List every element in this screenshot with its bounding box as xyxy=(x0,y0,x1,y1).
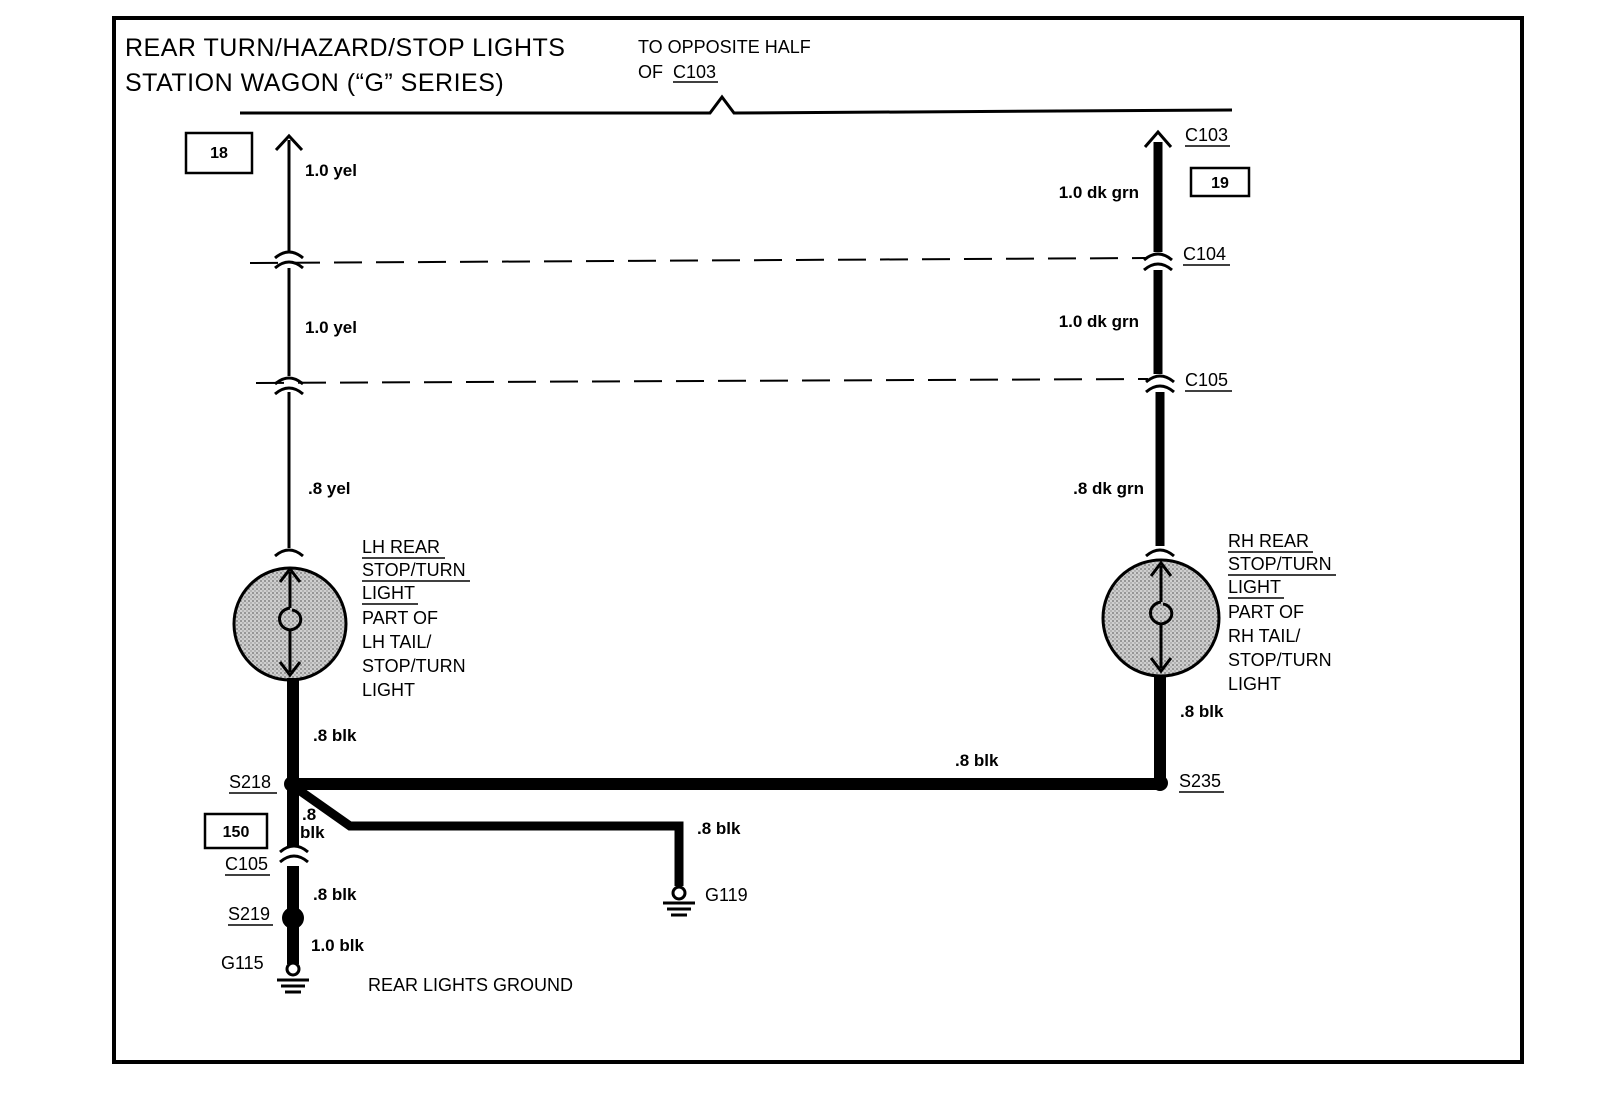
c104-harness-dashed-line xyxy=(249,257,1149,264)
rh-light-desc-line1: PART OF xyxy=(1228,602,1304,622)
rh-light-name-line3: LIGHT xyxy=(1228,577,1281,597)
rh-dark-green-circuit xyxy=(1143,129,1175,558)
rh-rear-stop-turn-light xyxy=(1101,558,1221,678)
rear-lights-ground-label: REAR LIGHTS GROUND xyxy=(368,975,573,995)
lh-light-name-line2: STOP/TURN xyxy=(362,560,466,580)
ground-g119-symbol xyxy=(663,885,695,917)
ground-g115-label: G115 xyxy=(221,953,264,973)
diagram-frame xyxy=(112,16,1524,1064)
reference-box-18-label: 18 xyxy=(210,145,228,162)
wire-label-s218-s235: .8 blk xyxy=(955,751,999,770)
diagram-title-line2: STATION WAGON (“G” SERIES) xyxy=(125,69,504,97)
wire-label-right-top: 1.0 dk grn xyxy=(1059,183,1139,202)
connector-c104-label: C104 xyxy=(1183,244,1226,264)
opposite-half-note: TO OPPOSITE HALF xyxy=(638,37,811,57)
wire-label-right-mid: 1.0 dk grn xyxy=(1059,312,1139,331)
lh-light-desc-line1: PART OF xyxy=(362,608,438,628)
lh-light-label-group: LH REAR STOP/TURN LIGHT PART OF LH TAIL/… xyxy=(362,537,470,700)
splice-s235-dot xyxy=(1152,775,1168,791)
connector-c104-left xyxy=(274,250,304,270)
connector-c103-bracket xyxy=(240,94,1233,115)
opposite-half-connector-label: C103 xyxy=(673,62,716,82)
wire-label-right-low: .8 dk grn xyxy=(1073,479,1144,498)
wire-label-left-top: 1.0 yel xyxy=(305,161,357,180)
connector-c105-left-label: C105 xyxy=(225,854,268,874)
connector-c105-left-upper xyxy=(274,376,304,396)
diagram-title-line1: REAR TURN/HAZARD/STOP LIGHTS xyxy=(125,34,565,62)
wire-label-s218-down-line2: blk xyxy=(300,823,325,842)
reference-box-150-label: 150 xyxy=(223,824,250,841)
lh-light-desc-line3: STOP/TURN xyxy=(362,656,466,676)
ground-g119-label: G119 xyxy=(705,885,748,905)
rh-light-name-line2: STOP/TURN xyxy=(1228,554,1332,574)
rh-light-name-line1: RH REAR xyxy=(1228,531,1309,551)
connector-c105-lower xyxy=(279,844,309,864)
lh-light-name-line3: LIGHT xyxy=(362,583,415,603)
connector-c105-right-label: C105 xyxy=(1185,370,1228,390)
reference-box-150 xyxy=(203,812,269,850)
wire-label-s219-g115: 1.0 blk xyxy=(311,936,364,955)
c105-harness-dashed-line xyxy=(255,378,1149,384)
rh-light-desc-line4: LIGHT xyxy=(1228,674,1281,694)
rh-light-desc-line2: RH TAIL/ xyxy=(1228,626,1300,646)
wire-label-s218-down-line1: .8 xyxy=(302,805,316,824)
splice-s235-label: S235 xyxy=(1179,771,1221,791)
reference-box-19-label: 19 xyxy=(1211,175,1229,192)
wire-label-left-low: .8 yel xyxy=(308,479,351,498)
lh-light-desc-line2: LH TAIL/ xyxy=(362,632,431,652)
wire-label-lh-light-ground: .8 blk xyxy=(313,726,357,745)
ground-circuit xyxy=(287,675,1166,964)
rh-light-label-group: RH REAR STOP/TURN LIGHT PART OF RH TAIL/… xyxy=(1228,531,1336,694)
rh-light-desc-line3: STOP/TURN xyxy=(1228,650,1332,670)
wire-label-left-mid: 1.0 yel xyxy=(305,318,357,337)
reference-box-19 xyxy=(1189,166,1251,198)
reference-box-18 xyxy=(184,131,254,175)
splice-s218-dot xyxy=(284,776,300,792)
wire-label-g119: .8 blk xyxy=(697,819,741,838)
splice-s219-dot xyxy=(282,907,304,929)
lh-yellow-circuit xyxy=(274,133,304,558)
lh-rear-stop-turn-light xyxy=(232,566,348,682)
ground-g115-symbol xyxy=(277,961,309,994)
wire-label-rh-light-ground: .8 blk xyxy=(1180,702,1224,721)
connector-c104-right xyxy=(1143,252,1173,272)
connector-c103-label: C103 xyxy=(1185,125,1228,145)
splice-s218-label: S218 xyxy=(229,772,271,792)
connector-c105-right xyxy=(1145,374,1175,394)
splice-s219-label: S219 xyxy=(228,904,270,924)
wire-label-c105-s219: .8 blk xyxy=(313,885,357,904)
lh-light-name-line1: LH REAR xyxy=(362,537,440,557)
lh-light-desc-line4: LIGHT xyxy=(362,680,415,700)
opposite-half-note-of: OF xyxy=(638,62,663,82)
